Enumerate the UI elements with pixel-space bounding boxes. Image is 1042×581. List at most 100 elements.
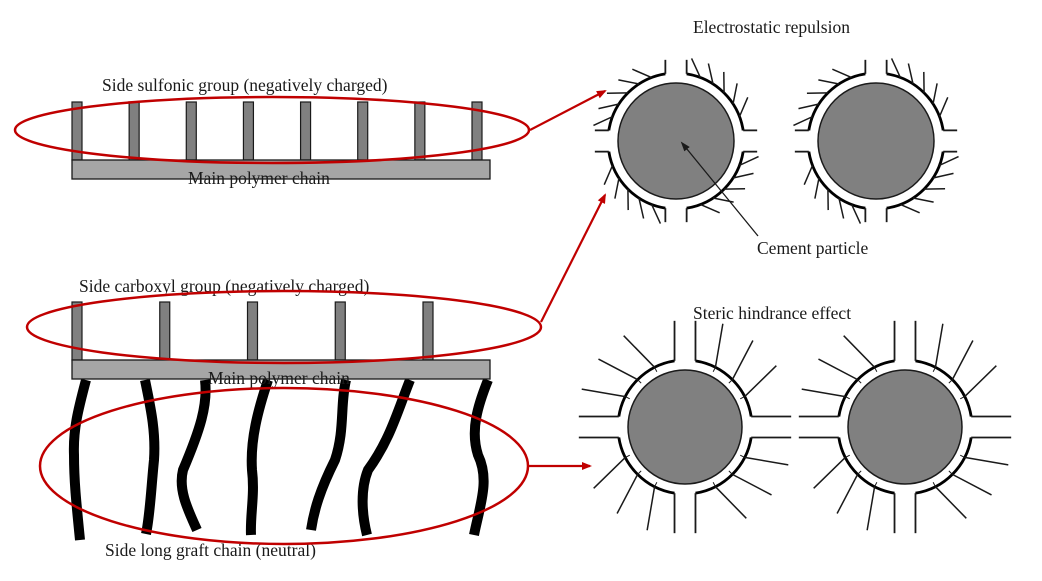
charged-group-tick <box>900 203 920 214</box>
graft-chain-tail <box>598 358 638 381</box>
cement-particle <box>593 58 759 224</box>
graft-chain-tail <box>801 388 846 398</box>
anchor-tick <box>625 396 630 400</box>
adsorbed-polymer-shell <box>886 151 945 210</box>
side-group <box>334 301 346 361</box>
graft-chain-tail <box>732 473 772 496</box>
anchor-tick <box>932 482 936 487</box>
adsorbed-polymer-shell <box>886 72 945 131</box>
charged-group-tick <box>614 177 620 199</box>
anchor-tick <box>654 367 658 372</box>
graft-chain-tail <box>866 486 876 531</box>
charged-group-tick <box>707 63 714 85</box>
anchor-tick <box>857 379 862 384</box>
charged-group-tick <box>932 83 938 105</box>
charged-group-tick <box>938 97 949 117</box>
charged-group-tick <box>939 155 959 167</box>
carboxyl-side-groups <box>71 301 434 361</box>
carboxyl-highlight-ellipse <box>25 289 543 365</box>
charged-group-tick <box>638 197 645 219</box>
steric-particles <box>578 320 1012 534</box>
anchor-tick <box>857 470 862 475</box>
graft-chain-tail <box>646 486 656 531</box>
cement-particle-label: Cement particle <box>757 238 869 258</box>
anchor-tick <box>948 379 953 384</box>
graft-chain <box>176 379 211 533</box>
charged-group-tick <box>739 155 759 167</box>
charged-group-tick <box>690 58 702 78</box>
charged-group-tick <box>838 197 845 219</box>
anchor-tick <box>637 379 642 384</box>
graft-chain <box>306 378 351 531</box>
red-arrows <box>528 90 607 470</box>
anchor-tick <box>728 379 733 384</box>
charged-group-tick <box>832 68 852 79</box>
main-polymer-chain-top <box>71 159 491 180</box>
main-chain-label-top: Main polymer chain <box>188 168 330 188</box>
graft-chain-tail <box>581 388 626 398</box>
graft-chain-tail <box>952 473 992 496</box>
charged-group-tick <box>890 58 902 78</box>
anchor-tick <box>960 454 965 458</box>
graft-chain-tail <box>623 335 656 368</box>
particle-core <box>627 369 743 485</box>
anchor-tick <box>740 396 745 400</box>
graft-chain <box>245 378 273 536</box>
main-chain-label-bottom: Main polymer chain <box>208 368 350 388</box>
electrostatic-particles <box>593 58 959 224</box>
side-group <box>128 101 140 161</box>
sulfonic-side-groups <box>71 101 483 161</box>
anchor-tick <box>948 470 953 475</box>
anchor-tick <box>637 470 642 475</box>
anchor-tick <box>845 454 850 458</box>
charged-group-tick <box>912 197 934 203</box>
charged-group-tick <box>632 68 652 79</box>
charged-group-tick <box>907 63 914 85</box>
adsorbed-polymer-shell <box>686 151 745 210</box>
side-group <box>185 101 197 161</box>
graft-chain-tail <box>813 456 846 489</box>
anchor-tick <box>712 367 716 372</box>
graft-chain-tail <box>964 456 1009 466</box>
main-polymer-chain-bottom <box>71 359 491 380</box>
side-group <box>299 101 312 161</box>
anchor-tick <box>728 470 733 475</box>
graft-highlight-ellipse <box>38 386 530 546</box>
graft-chain-tail <box>964 365 997 398</box>
graft-chain-tail <box>714 323 724 368</box>
graft-chain-tail <box>934 323 944 368</box>
graft-chain-tail <box>836 474 859 514</box>
graft-chain-label: Side long graft chain (neutral) <box>105 540 316 560</box>
graft-chain-tail <box>593 456 626 489</box>
steric-title: Steric hindrance effect <box>693 303 851 323</box>
particle-core <box>817 82 935 200</box>
particle-core <box>847 369 963 485</box>
anchor-tick <box>960 396 965 400</box>
cement-particle <box>798 320 1012 534</box>
graft-chain-tail <box>616 474 639 514</box>
sulfonic-polymer: Side sulfonic group (negatively charged)… <box>71 75 491 188</box>
charged-group-tick <box>700 203 720 214</box>
graft-chain <box>140 379 160 536</box>
arrow-to-electrostatic-top <box>529 90 607 131</box>
charged-group-tick <box>850 204 862 224</box>
anchor-tick <box>874 482 878 487</box>
charged-group-tick <box>650 204 662 224</box>
anchor-tick <box>654 482 658 487</box>
adsorbed-polymer-shell <box>607 151 666 210</box>
electrostatic-title: Electrostatic repulsion <box>693 17 850 37</box>
anchor-tick <box>740 454 745 458</box>
charged-group-tick <box>603 165 614 185</box>
charged-group-tick <box>593 115 613 127</box>
side-group <box>71 301 83 361</box>
arrow-to-electrostatic-bottom <box>540 193 606 323</box>
anchor-tick <box>845 396 850 400</box>
cement-particle-pointer <box>680 141 759 237</box>
charged-group-tick <box>732 83 738 105</box>
charged-group-tick <box>814 177 820 199</box>
graft-chain-tail <box>714 486 747 519</box>
cement-particle <box>793 58 959 224</box>
adsorbed-polymer-shell <box>607 72 666 131</box>
side-group <box>414 101 426 161</box>
